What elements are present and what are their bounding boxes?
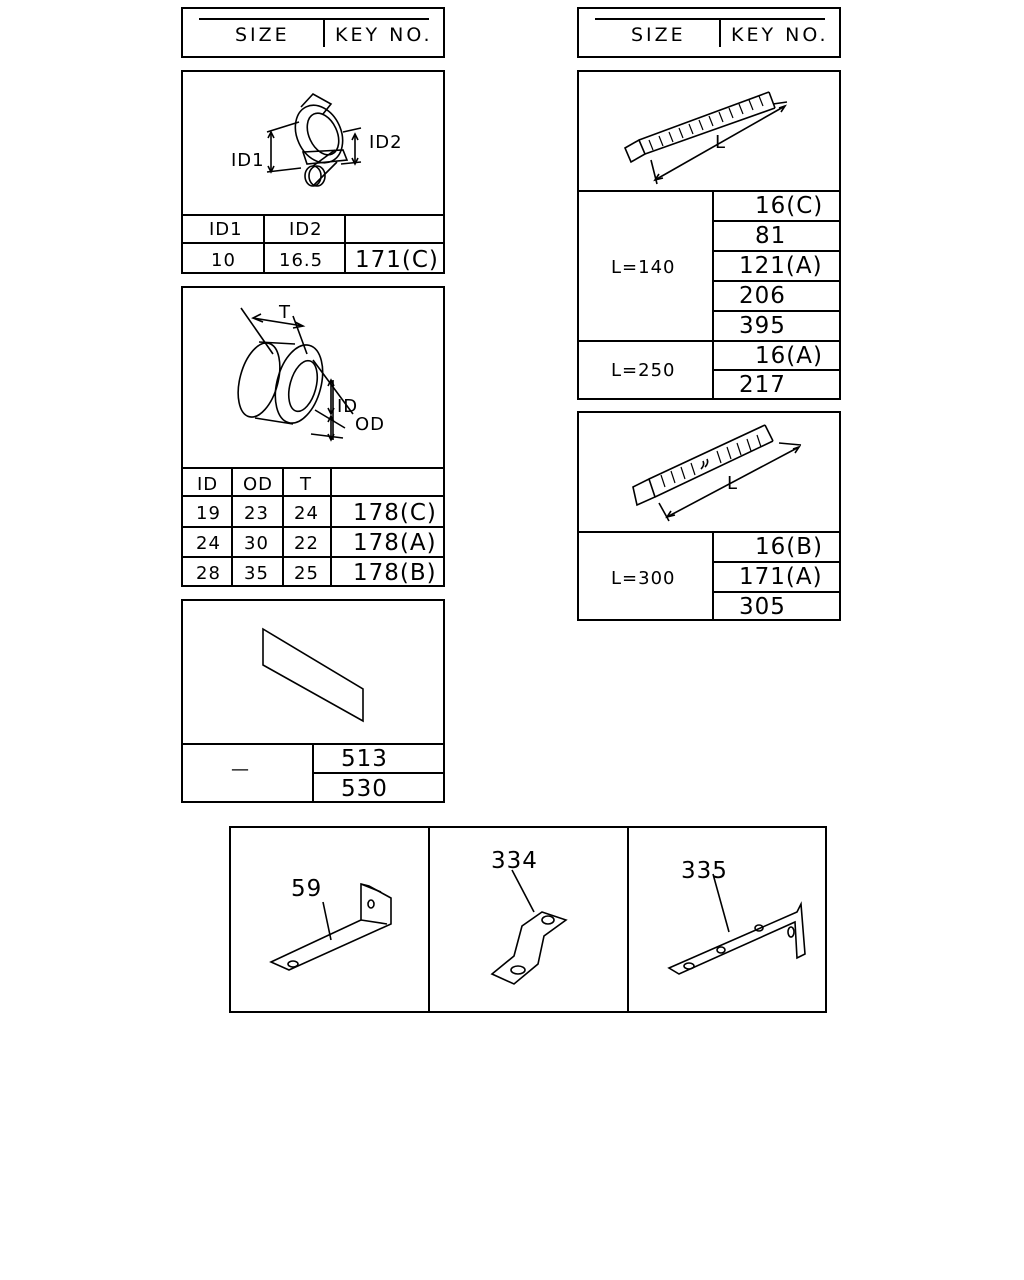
table-rule: [714, 369, 839, 371]
cell-id: 28: [196, 563, 221, 584]
panel-divider: [627, 828, 629, 1011]
cell-key-no: 16(B): [755, 534, 823, 560]
clip-illustration: [266, 92, 362, 187]
cell-od: 23: [244, 503, 269, 524]
cell-key-no: 81: [755, 223, 787, 249]
col-header-t: T: [300, 474, 312, 495]
cable-tie-long-box: L L=300 16(B) 171(A) 305: [577, 411, 841, 621]
bracket-59-illustration: [269, 882, 392, 971]
size-l250: L=250: [611, 360, 676, 381]
cell-key-no: 305: [739, 594, 786, 620]
bracket-334-illustration: [490, 869, 568, 985]
bracket-335-key: 335: [681, 858, 728, 884]
grommet-illustration: [237, 307, 354, 442]
sheet-illustration: [262, 627, 364, 723]
header-divider: [323, 20, 325, 47]
panel-divider: [428, 828, 430, 1011]
cell-key-no: 16(A): [755, 343, 823, 369]
table-rule: [714, 220, 839, 222]
table-rule: [579, 190, 839, 192]
table-rule: [183, 495, 443, 497]
cell-key-no: 206: [739, 283, 786, 309]
table-rule: [183, 214, 443, 216]
id-dimension-label: ID: [337, 396, 359, 417]
l-dimension-label: L: [715, 132, 727, 153]
cell-key-no: 171(C): [355, 247, 439, 273]
od-dimension-label: OD: [355, 414, 386, 435]
left-header: SIZE KEY NO.: [181, 7, 445, 58]
table-divider: [330, 467, 332, 585]
cell-key-no: 178(B): [353, 560, 437, 586]
cell-t: 25: [294, 563, 319, 584]
cell-id: 19: [196, 503, 221, 524]
table-divider: [282, 467, 284, 585]
table-divider: [312, 743, 314, 801]
size-l140: L=140: [611, 257, 676, 278]
col-header-id1: ID1: [209, 219, 243, 240]
table-rule: [714, 591, 839, 593]
cell-key-no: 530: [341, 776, 388, 802]
cell-key-no: 513: [341, 746, 388, 772]
bracket-335-illustration: [667, 873, 806, 975]
key-no-header: KEY NO.: [731, 24, 829, 46]
header-top-rule: [199, 18, 429, 20]
brackets-panel: 59 334 335: [229, 826, 827, 1013]
table-rule: [314, 772, 443, 774]
cell-t: 24: [294, 503, 319, 524]
sheet-part-box: — 513 530: [181, 599, 445, 803]
col-header-id2: ID2: [289, 219, 323, 240]
table-rule: [183, 556, 443, 558]
table-divider: [712, 531, 714, 619]
header-top-rule: [595, 18, 825, 20]
table-rule: [714, 280, 839, 282]
grommet-part-box: T ID OD ID OD T 19 23 24 178(C) 24 30 22…: [181, 286, 445, 587]
table-divider: [231, 467, 233, 585]
right-header: SIZE KEY NO.: [577, 7, 841, 58]
cell-key-no: 395: [739, 313, 786, 339]
table-rule: [714, 310, 839, 312]
table-rule: [714, 250, 839, 252]
cell-od: 35: [244, 563, 269, 584]
bracket-59-key: 59: [291, 876, 323, 902]
col-header-od: OD: [243, 474, 274, 495]
cable-tie-illustration: [623, 91, 788, 185]
l-dimension-label: L: [727, 473, 739, 494]
table-divider: [712, 190, 714, 398]
cable-tie-short-box: L L=140 16(C) 81 121(A) 206 395 L=250 16…: [577, 70, 841, 400]
cell-key-no: 171(A): [739, 564, 823, 590]
cell-key-no: 121(A): [739, 253, 823, 279]
size-l300: L=300: [611, 568, 676, 589]
cell-t: 22: [294, 533, 319, 554]
table-rule: [183, 526, 443, 528]
clip-part-box: ID1 ID2 ID1 ID2 10 16.5 171(C): [181, 70, 445, 274]
cell-id2: 16.5: [279, 250, 324, 271]
cell-id: 24: [196, 533, 221, 554]
id2-dimension-label: ID2: [369, 132, 403, 153]
table-rule: [579, 531, 839, 533]
bracket-334-key: 334: [491, 848, 538, 874]
table-rule: [579, 340, 839, 342]
t-dimension-label: T: [279, 302, 291, 323]
cell-key-no: 16(C): [755, 193, 824, 219]
cell-key-no: 217: [739, 372, 786, 398]
table-divider: [263, 214, 265, 272]
size-header: SIZE: [631, 24, 686, 46]
col-header-id: ID: [197, 474, 219, 495]
table-rule: [183, 467, 443, 469]
table-rule: [183, 242, 443, 244]
cell-id1: 10: [211, 250, 236, 271]
cell-od: 30: [244, 533, 269, 554]
cell-key-no: 178(C): [353, 500, 437, 526]
size-header: SIZE: [235, 24, 290, 46]
cell-key-no: 178(A): [353, 530, 437, 556]
key-no-header: KEY NO.: [335, 24, 433, 46]
table-rule: [714, 561, 839, 563]
table-divider: [344, 214, 346, 272]
cable-tie-illustration: [632, 424, 802, 522]
size-dash: —: [231, 759, 250, 780]
header-divider: [719, 20, 721, 47]
id1-dimension-label: ID1: [231, 150, 265, 171]
